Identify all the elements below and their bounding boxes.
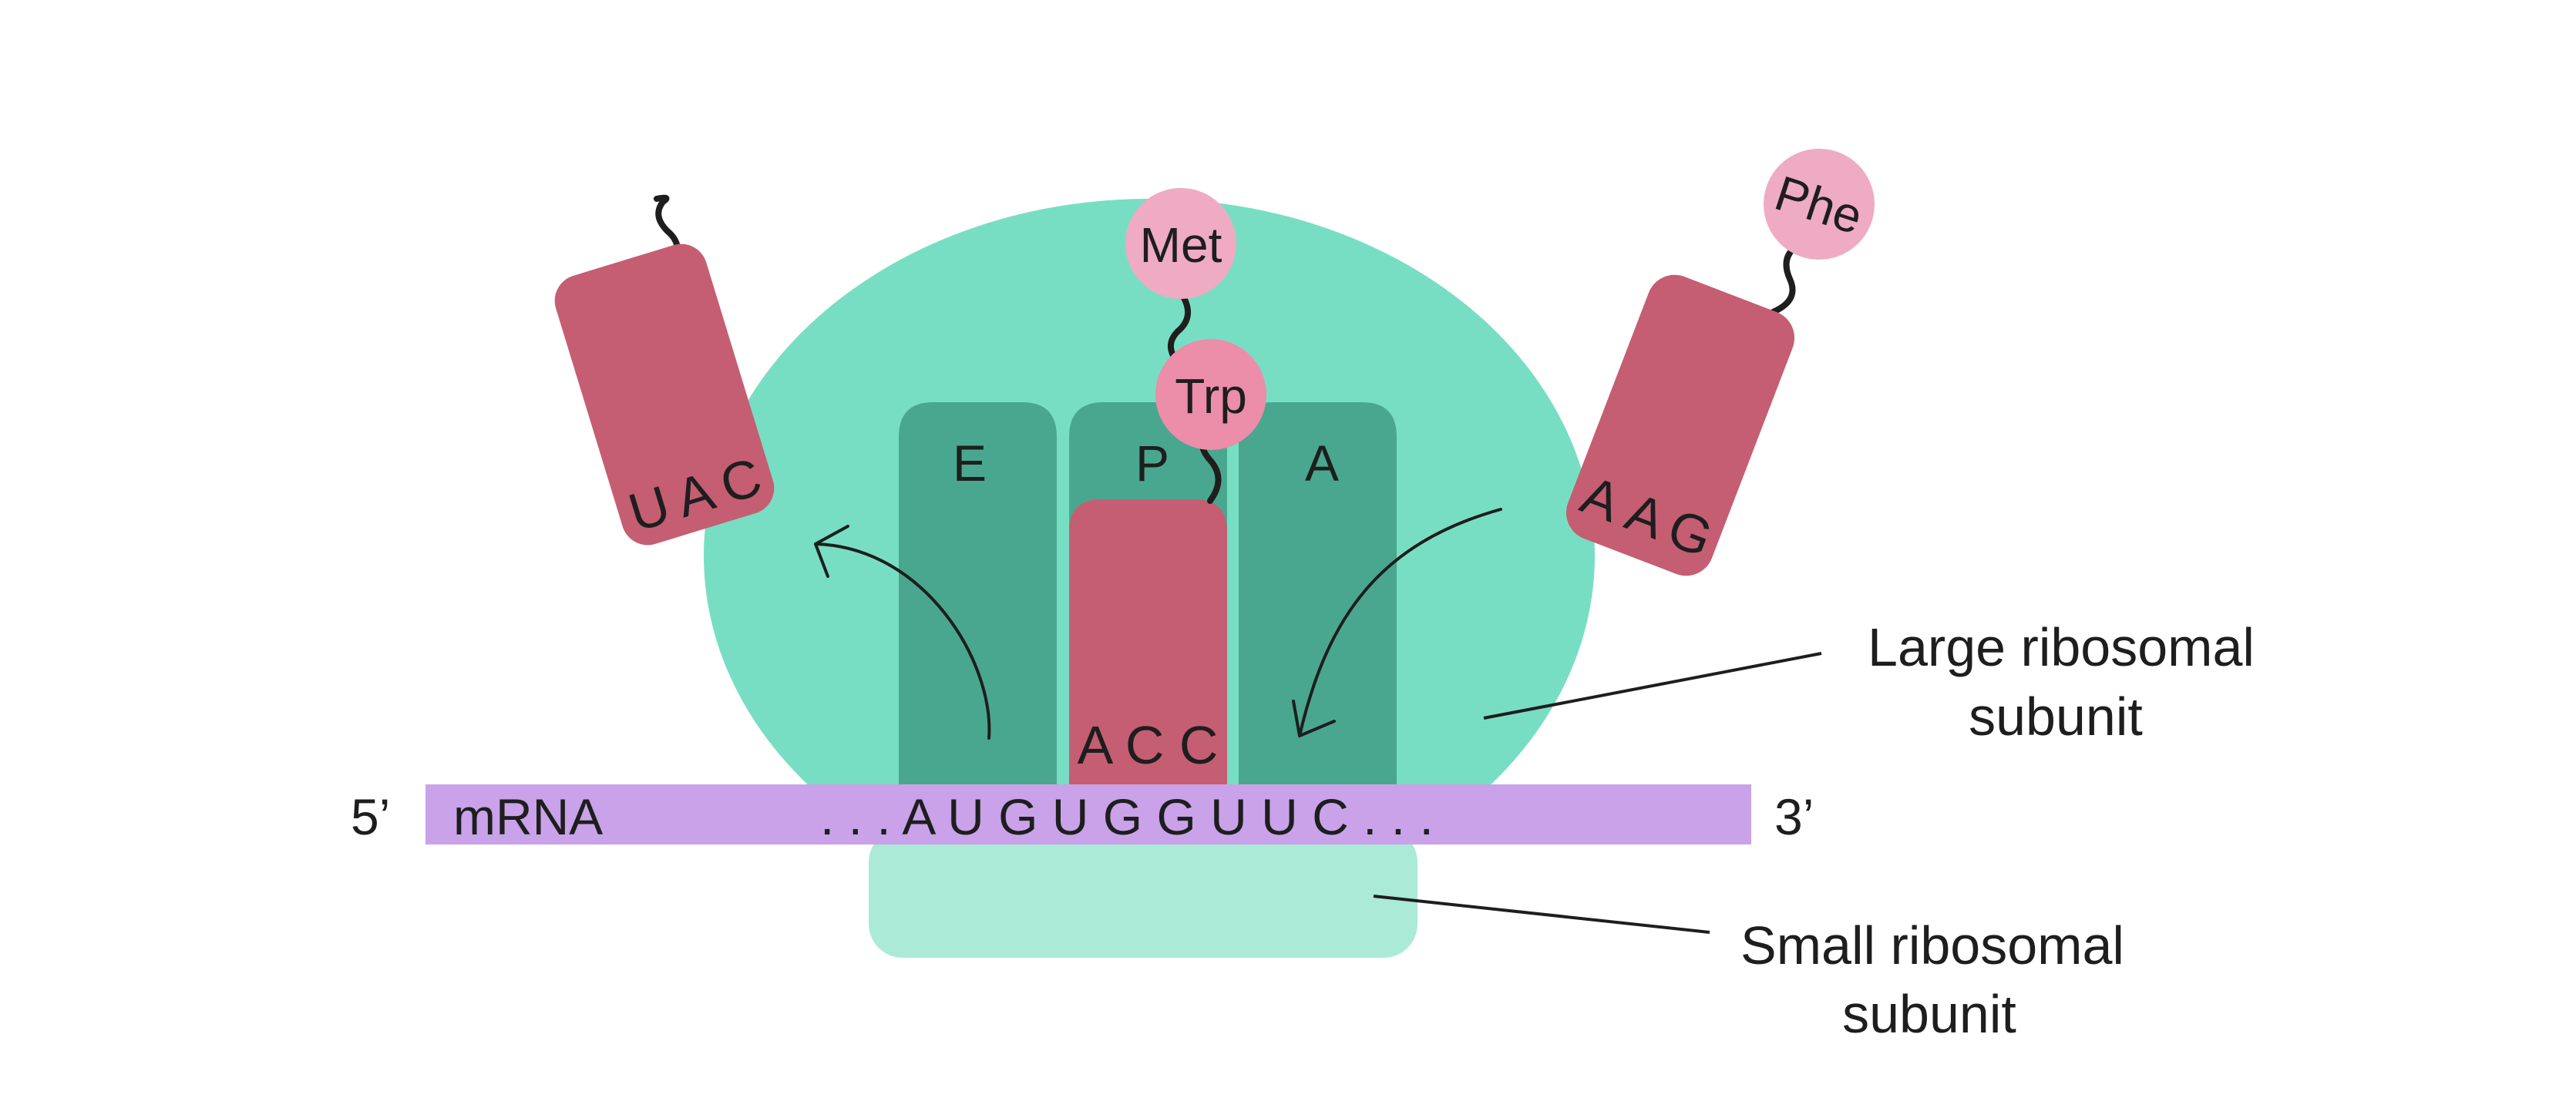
small-ribosomal-subunit (869, 828, 1417, 958)
entry-arrowhead-icon (1292, 700, 1336, 737)
met-label: Met (1140, 217, 1222, 273)
three-prime-label: 3’ (1774, 788, 1814, 845)
large-subunit-leader (1483, 652, 1822, 720)
a-site-label: A (1305, 435, 1339, 492)
small-subunit-label-line1: Small ribosomal (1740, 915, 2124, 975)
met-amino-acid (1125, 188, 1236, 299)
p-site-label: P (1135, 435, 1169, 492)
small-subunit-leader (1373, 895, 1710, 934)
phe-linker (1770, 243, 1799, 315)
trp-amino-acid (1155, 339, 1266, 450)
e-site-slot (899, 402, 1057, 786)
five-prime-label: 5’ (351, 788, 390, 845)
e-site-label: E (953, 435, 987, 492)
p-site-anticodon: A C C (1078, 715, 1219, 775)
mrna-strand (425, 784, 1751, 844)
incoming-trna: A A G (1565, 274, 1795, 576)
a-site-slot (1239, 402, 1397, 786)
mrna-sequence: . . . A U G U G G U U C . . . (820, 788, 1434, 845)
phe-amino-acid (1764, 149, 1875, 260)
trp-label: Trp (1175, 368, 1247, 424)
exit-arrow (814, 542, 991, 740)
large-subunit-label-line1: Large ribosomal (1868, 617, 2255, 677)
exit-arrowhead-icon (814, 525, 849, 578)
large-subunit-label-line2: subunit (1969, 687, 2143, 747)
p-site-trna (1069, 499, 1227, 786)
small-subunit-label-line2: subunit (1842, 984, 2016, 1044)
mrna-label: mRNA (453, 788, 603, 845)
entry-arrow (1298, 508, 1502, 737)
exiting-trna: U A C (554, 243, 775, 546)
